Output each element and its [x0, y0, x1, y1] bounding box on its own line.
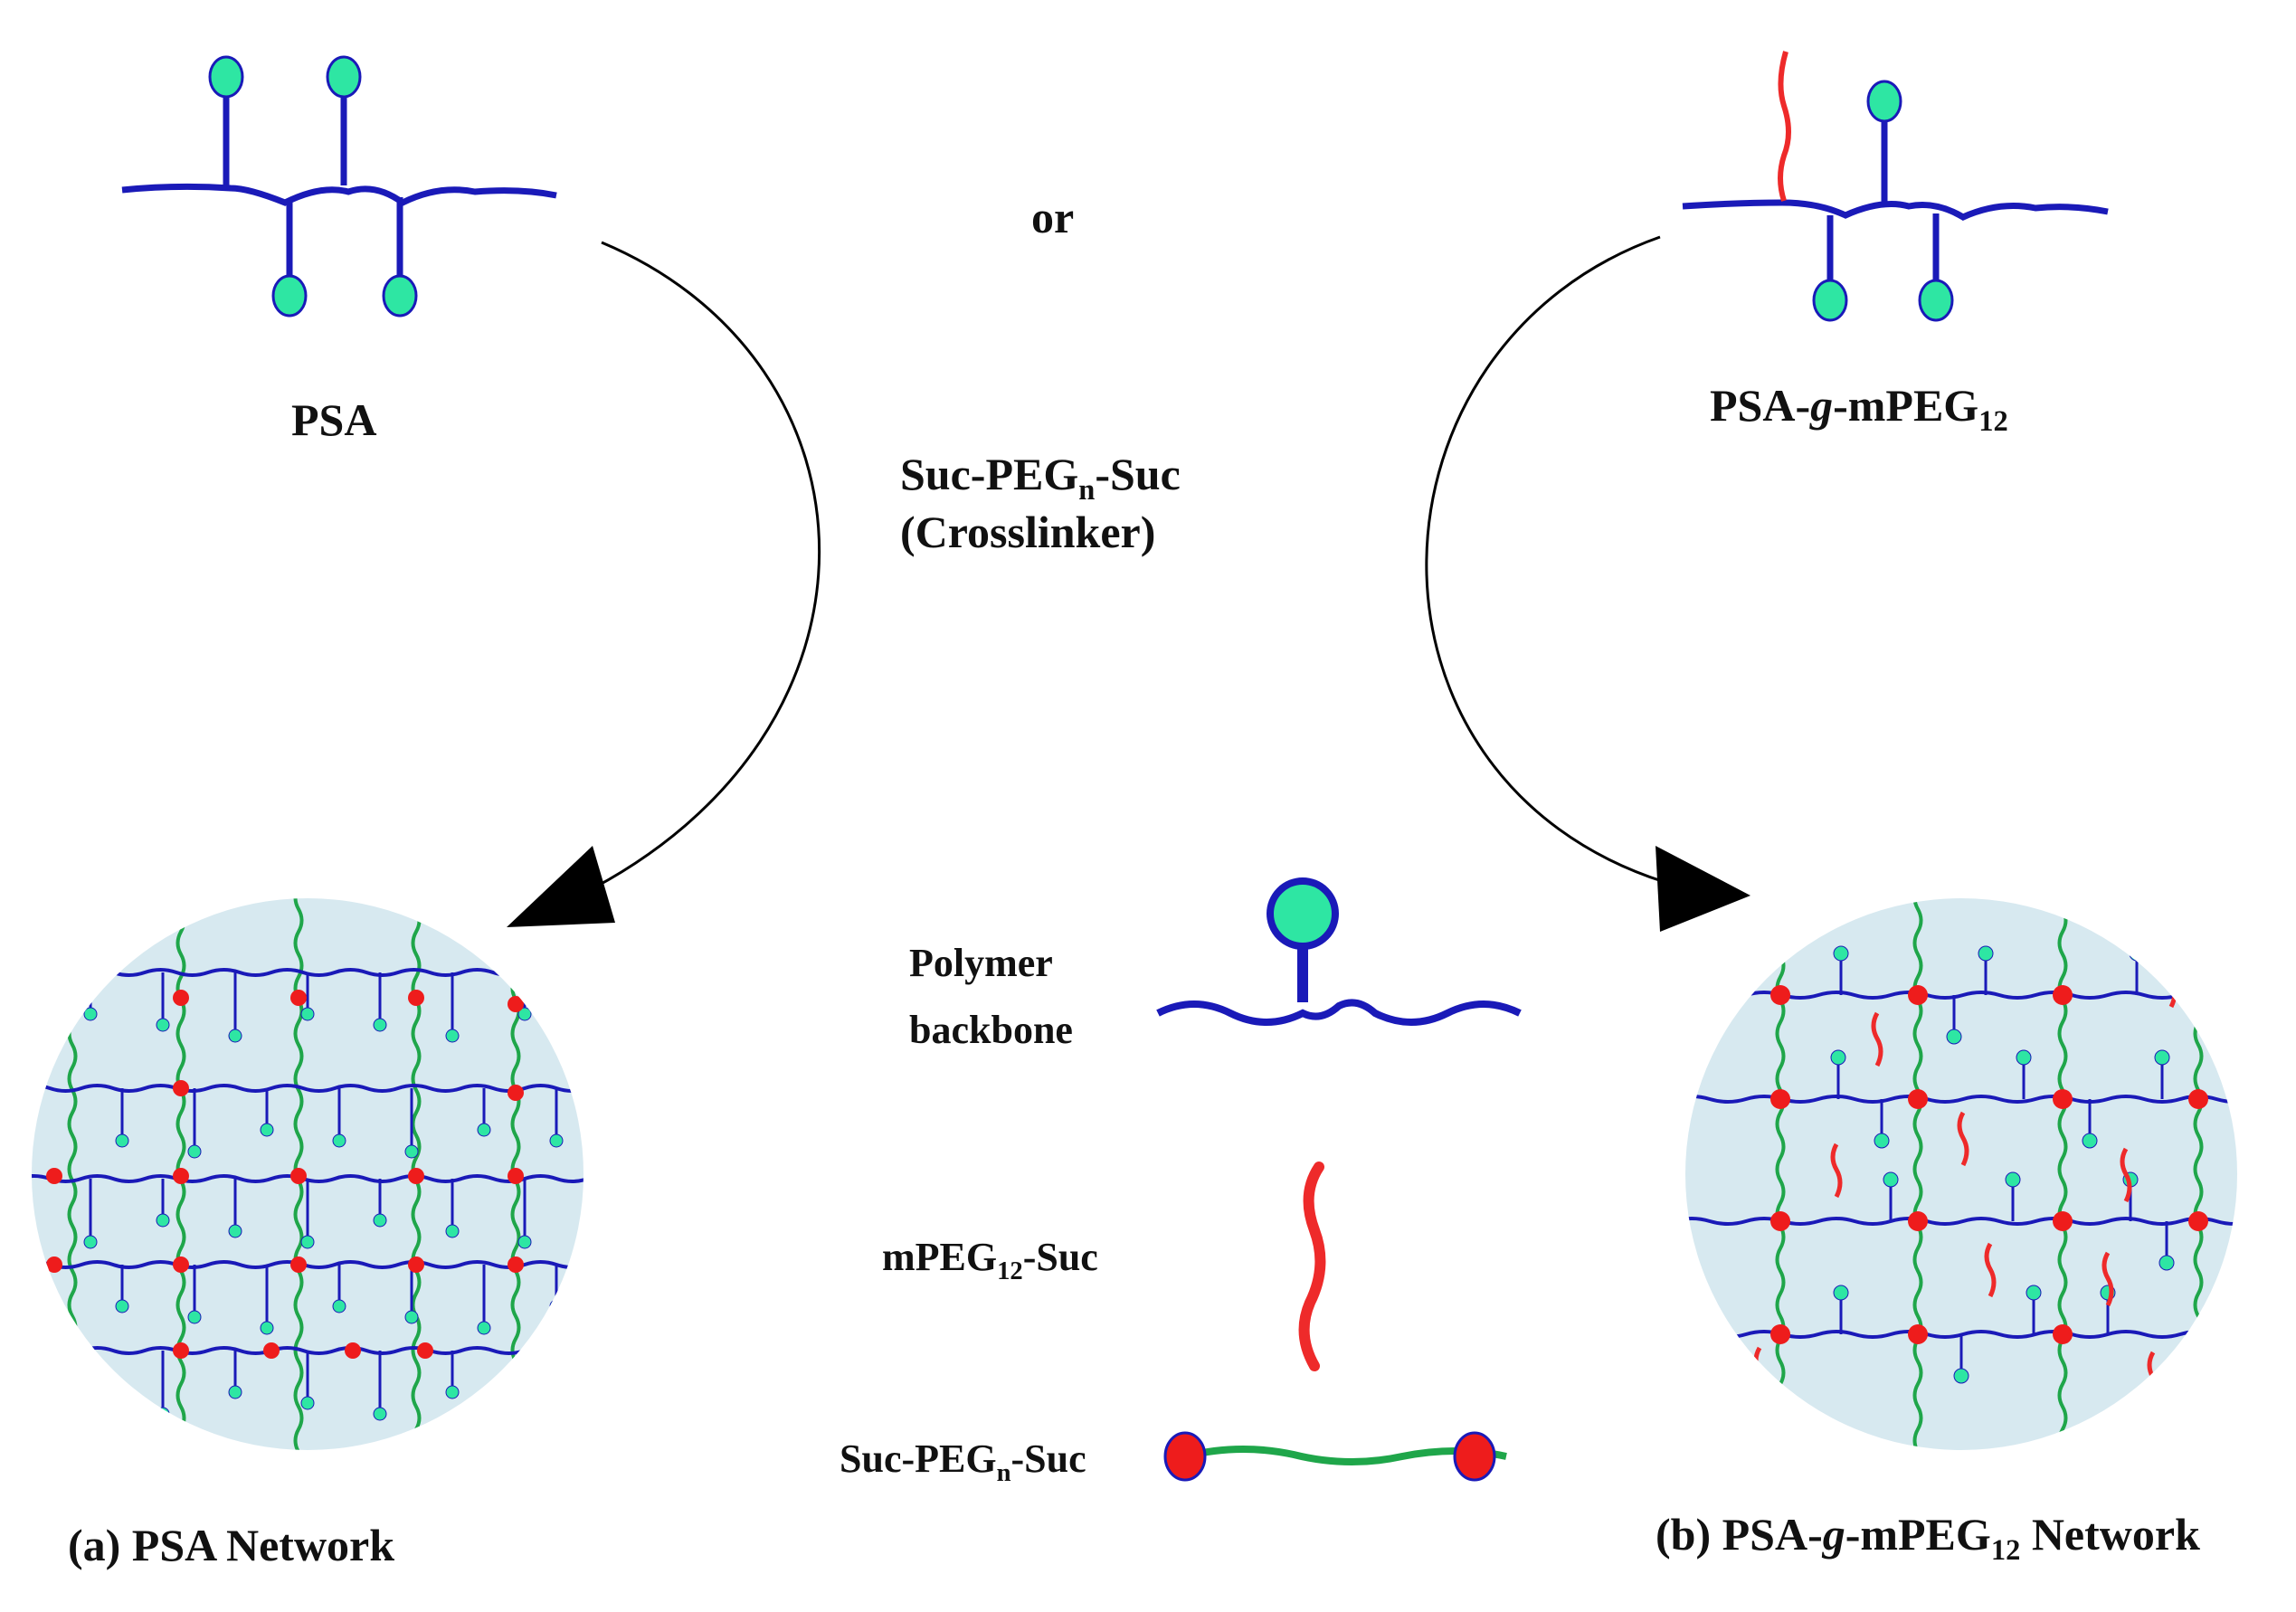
- network-b-label: (b) PSA-g-mPEG12 Network: [1656, 1509, 2200, 1568]
- legend-backbone-label-1: Polymer: [909, 941, 1053, 985]
- or-label: or: [1031, 192, 1075, 242]
- arrowhead-left-icon: [507, 846, 615, 927]
- crosslinker-note: (Crosslinker): [900, 507, 1156, 557]
- legend-mpeg-label: mPEG12-Suc: [882, 1235, 1098, 1287]
- network-b-g: g: [1822, 1509, 1845, 1560]
- network-b-name-c: Network: [2020, 1509, 2200, 1560]
- legend-backbone-icon: [1156, 877, 1522, 1026]
- reaction-arrow-left: [578, 241, 821, 897]
- crosslinker-name-b: -Suc: [1095, 449, 1181, 499]
- legend-crosslink-b: -Suc: [1010, 1437, 1086, 1481]
- graft-g: g: [1810, 380, 1834, 431]
- graft-name-a: PSA-: [1710, 380, 1811, 431]
- crosslinker-label: Suc-PEGn-Suc: [900, 449, 1181, 507]
- legend-crosslink-a: Suc-PEG: [840, 1437, 997, 1481]
- graft-name-b: -mPEG: [1833, 380, 1979, 431]
- legend-crosslink-sub: n: [996, 1458, 1011, 1487]
- network-b-subscript: 12: [1990, 1534, 2021, 1567]
- network-a-label: (a) PSA Network: [68, 1520, 395, 1570]
- psa-network: [32, 898, 583, 1450]
- psa-g-mpeg-network: [1685, 898, 2237, 1450]
- psa-label: PSA: [291, 394, 377, 445]
- legend-crosslinker-label: Suc-PEGn-Suc: [840, 1437, 1086, 1489]
- legend-crosslinker-icon: [1163, 1431, 1507, 1482]
- legend-mpeg-b: -Suc: [1022, 1235, 1098, 1279]
- arrowhead-right-icon: [1656, 846, 1750, 932]
- crosslinker-subscript: n: [1078, 474, 1096, 507]
- reaction-arrow-right: [1425, 235, 1665, 884]
- legend-mpeg-icon: [1298, 1162, 1326, 1371]
- psa-molecule: [121, 55, 557, 318]
- legend-backbone-label-2: backbone: [909, 1008, 1073, 1052]
- legend-mpeg-sub: 12: [997, 1256, 1023, 1285]
- network-b-name-a: (b) PSA-: [1656, 1509, 1823, 1560]
- legend-mpeg-a: mPEG: [882, 1235, 998, 1279]
- crosslinker-name-a: Suc-PEG: [900, 449, 1079, 499]
- graft-subscript: 12: [1978, 405, 2008, 438]
- graft-label: PSA-g-mPEG12: [1710, 380, 2008, 439]
- network-b-name-b: -mPEG: [1845, 1509, 1991, 1560]
- psa-g-mpeg-molecule: [1682, 51, 2109, 322]
